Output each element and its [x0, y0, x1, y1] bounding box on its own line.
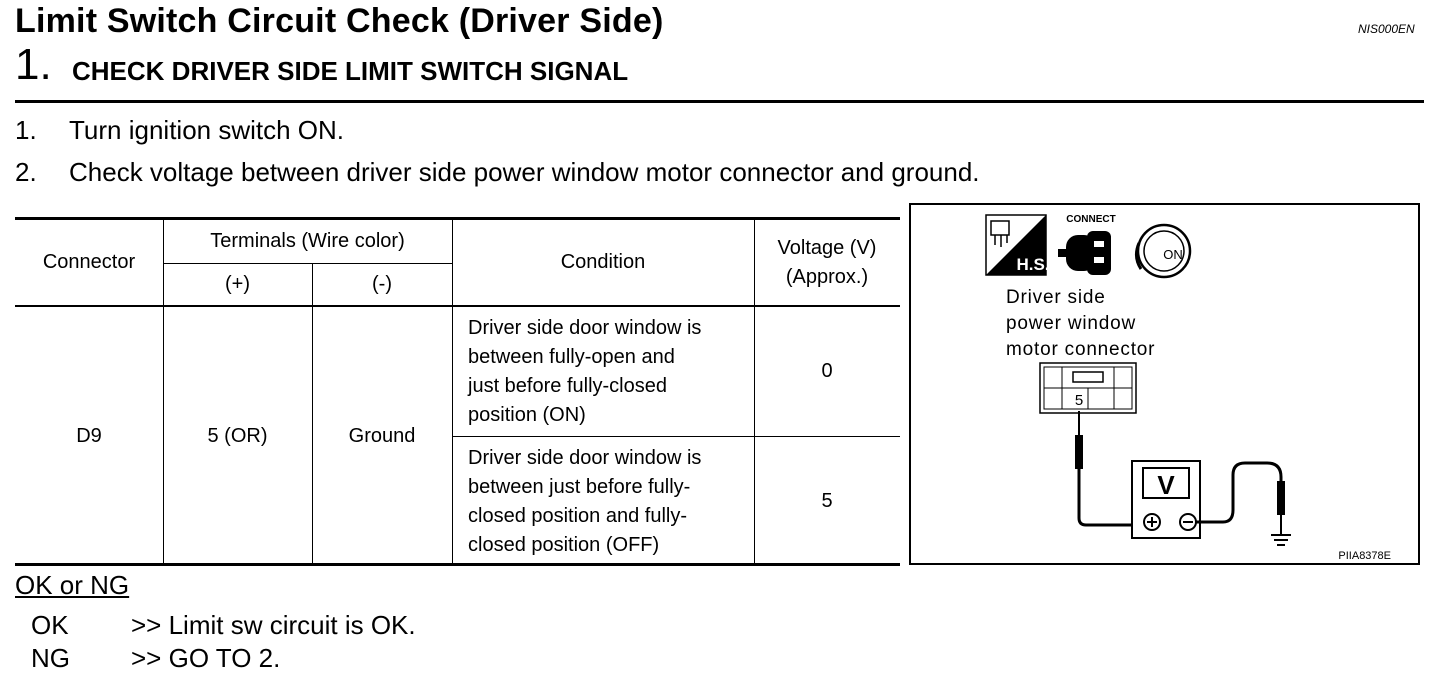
connector-caption: Driver side power window motor connector	[1006, 287, 1156, 360]
header-divider	[15, 100, 1424, 103]
cell-condition: Driver side door window is between fully…	[468, 316, 702, 426]
connect-icon: CONNECT	[1058, 214, 1116, 275]
connect-label: CONNECT	[1066, 214, 1115, 225]
result-text: >> GO TO 2.	[131, 643, 281, 673]
ground-icon	[1271, 534, 1291, 546]
motor-connector: 5	[1039, 362, 1137, 414]
terminal-number: 5	[1075, 392, 1083, 409]
page-title: Limit Switch Circuit Check (Driver Side)	[15, 2, 664, 40]
on-label: ON	[1163, 247, 1183, 262]
result-key: NG	[31, 643, 70, 673]
result-key: OK	[31, 610, 69, 640]
result-heading: OK or NG	[15, 570, 130, 600]
cell-connector: D9	[76, 425, 102, 447]
positive-probe	[1075, 435, 1083, 469]
figure-code: PIIA8378E	[1338, 550, 1391, 562]
meter-symbol: V	[1157, 470, 1175, 500]
header-plus: (+)	[225, 273, 250, 295]
header-terminals: Terminals (Wire color)	[210, 230, 405, 252]
step-title: CHECK DRIVER SIDE LIMIT SWITCH SIGNAL	[72, 56, 629, 86]
table-divider	[15, 305, 900, 307]
harness-side-icon: H.S.	[985, 214, 1050, 276]
instruction-number: 1.	[15, 115, 37, 145]
voltmeter-icon: V	[1131, 460, 1201, 539]
table-divider	[452, 436, 900, 437]
cell-voltage: 5	[821, 490, 833, 512]
result-text: >> Limit sw circuit is OK.	[131, 610, 416, 640]
step-number: 1.	[15, 40, 52, 89]
header-connector: Connector	[42, 251, 136, 273]
header-voltage: Voltage (V) (Approx.)	[777, 236, 877, 288]
instruction-text: Turn ignition switch ON.	[69, 115, 345, 145]
table-divider	[312, 264, 313, 566]
voltage-spec-table: Connector Terminals (Wire color) (+) (-)…	[15, 217, 900, 566]
header-condition: Condition	[560, 251, 646, 273]
table-divider	[754, 220, 755, 566]
instruction-text: Check voltage between driver side power …	[69, 157, 980, 187]
table-divider	[163, 220, 164, 566]
measurement-diagram: H.S. CONNECT ON 5	[909, 203, 1420, 565]
header-minus: (-)	[372, 273, 392, 295]
cell-voltage: 0	[821, 360, 833, 382]
table-divider	[452, 220, 453, 566]
table-divider	[163, 263, 452, 264]
hs-label: H.S.	[1016, 255, 1049, 274]
document-code: NIS000EN	[1358, 22, 1415, 36]
cell-minus-terminal: Ground	[348, 425, 416, 447]
negative-probe	[1277, 481, 1285, 515]
cell-condition: Driver side door window is between just …	[468, 446, 702, 556]
cell-plus-terminal: 5 (OR)	[207, 425, 268, 447]
ignition-on-icon: ON	[1134, 223, 1192, 279]
instruction-number: 2.	[15, 157, 37, 187]
